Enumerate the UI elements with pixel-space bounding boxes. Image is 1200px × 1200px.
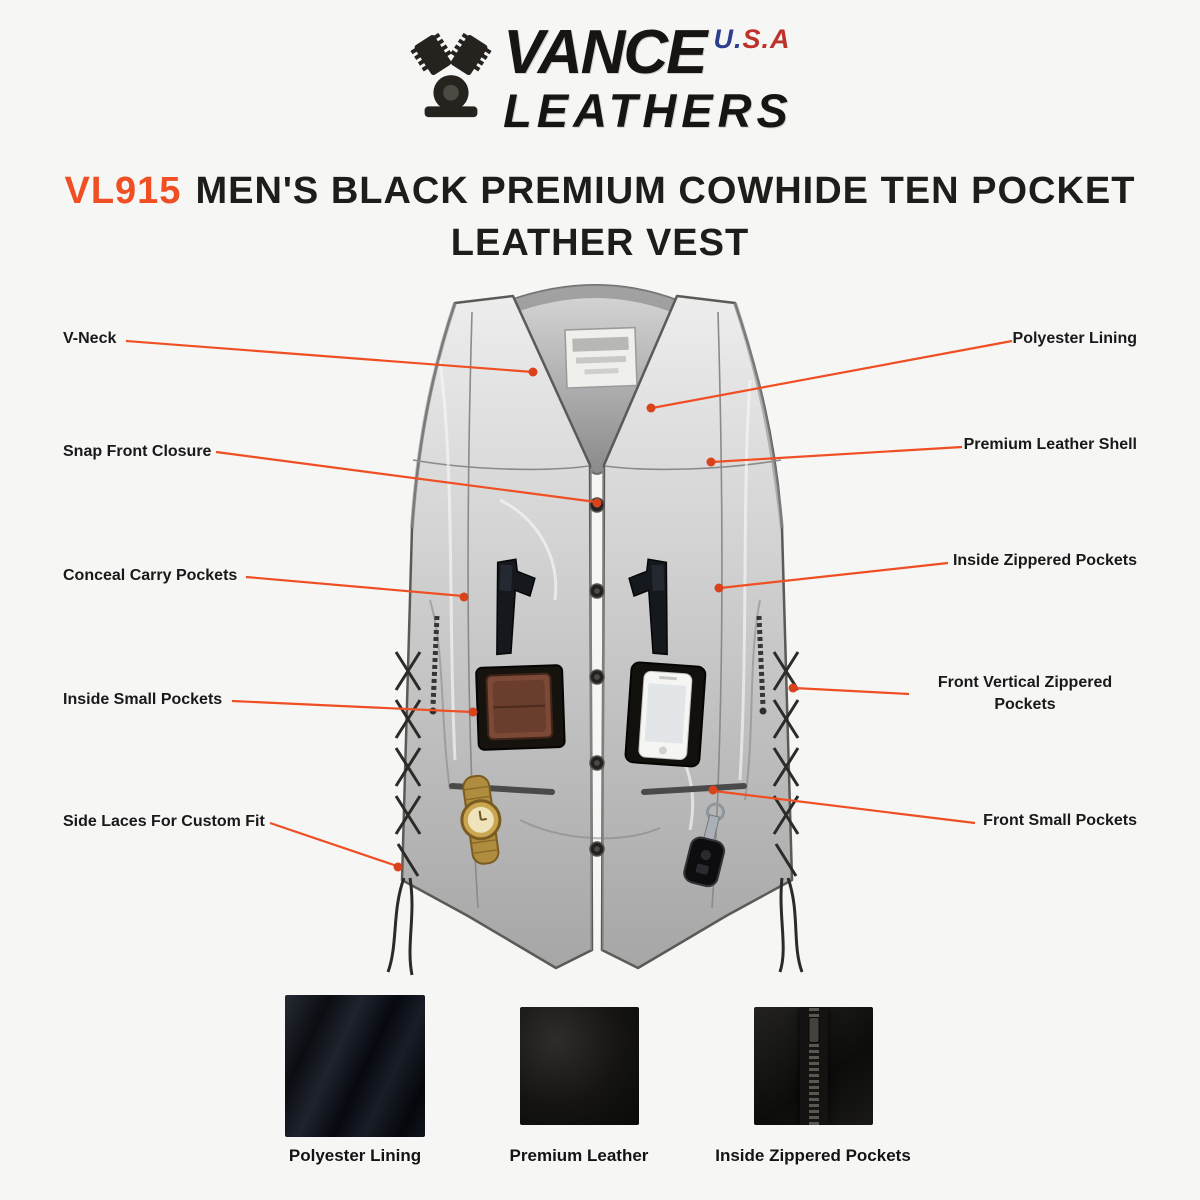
product-title-line1: VL915 MEN'S BLACK PREMIUM COWHIDE TEN PO… xyxy=(0,170,1200,213)
callout-front-vertical-zippered-pockets: Front Vertical Zippered Pockets xyxy=(937,674,1113,713)
usa-letter: S. xyxy=(742,24,771,54)
callout-premium-leather-shell: Premium Leather Shell xyxy=(963,436,1137,453)
swatch-label-premium-leather: Premium Leather xyxy=(509,1146,649,1165)
callout-front-small-pockets: Front Small Pockets xyxy=(983,812,1137,829)
callout-polyester-lining: Polyester Lining xyxy=(1012,330,1137,347)
phone xyxy=(624,661,707,768)
callout-snap-front-closure: Snap Front Closure xyxy=(63,443,212,460)
left-pistol xyxy=(496,558,536,656)
usa-letter: A xyxy=(770,24,791,54)
usa-letter: U. xyxy=(713,24,743,54)
watch xyxy=(460,774,502,865)
brand-name-bottom: LEATHERS xyxy=(503,84,793,137)
callout-dots xyxy=(393,367,798,872)
brand-logo-text: VANCE U.S.A LEATHERS xyxy=(503,18,793,137)
brand-usa-text: U.S.A xyxy=(714,26,791,53)
front-vertical-zippers xyxy=(430,615,766,707)
brand-logo: VANCE U.S.A LEATHERS xyxy=(0,22,1200,134)
vest-body xyxy=(400,294,794,970)
callout-side-laces: Side Laces For Custom Fit xyxy=(63,813,265,830)
brand-patch xyxy=(564,326,638,389)
callout-inside-zippered-pockets: Inside Zippered Pockets xyxy=(952,552,1137,569)
side-laces-left xyxy=(386,651,422,976)
inside-zipper-swatch xyxy=(754,1007,873,1125)
product-title-line2: LEATHER VEST xyxy=(450,222,750,264)
product-sku: VL915 xyxy=(64,170,182,212)
product-title: VL915 MEN'S BLACK PREMIUM COWHIDE TEN PO… xyxy=(0,170,1200,265)
callout-conceal-carry-pockets: Conceal Carry Pockets xyxy=(63,567,238,584)
callout-inside-small-pockets: Inside Small Pockets xyxy=(63,691,223,708)
zipper-pull xyxy=(808,1017,819,1043)
swatch-label-inside-zippered-pockets: Inside Zippered Pockets xyxy=(715,1146,911,1165)
wallet xyxy=(475,664,566,751)
polyester-lining-swatch xyxy=(285,995,425,1137)
right-pistol xyxy=(628,558,668,656)
brand-name-top: VANCE xyxy=(503,18,707,87)
premium-leather-swatch xyxy=(520,1007,639,1125)
product-title-text: MEN'S BLACK PREMIUM COWHIDE TEN POCKET xyxy=(195,170,1136,212)
callout-v-neck: V-Neck xyxy=(63,330,117,347)
keys xyxy=(683,802,726,888)
callout-lines xyxy=(125,339,1013,868)
side-laces-right xyxy=(772,651,804,973)
swatch-label-polyester-lining: Polyester Lining xyxy=(288,1146,422,1165)
front-small-pockets xyxy=(449,783,747,795)
engine-icon xyxy=(410,32,492,118)
zipper-teeth xyxy=(808,1007,819,1125)
snap-buttons xyxy=(589,497,605,857)
